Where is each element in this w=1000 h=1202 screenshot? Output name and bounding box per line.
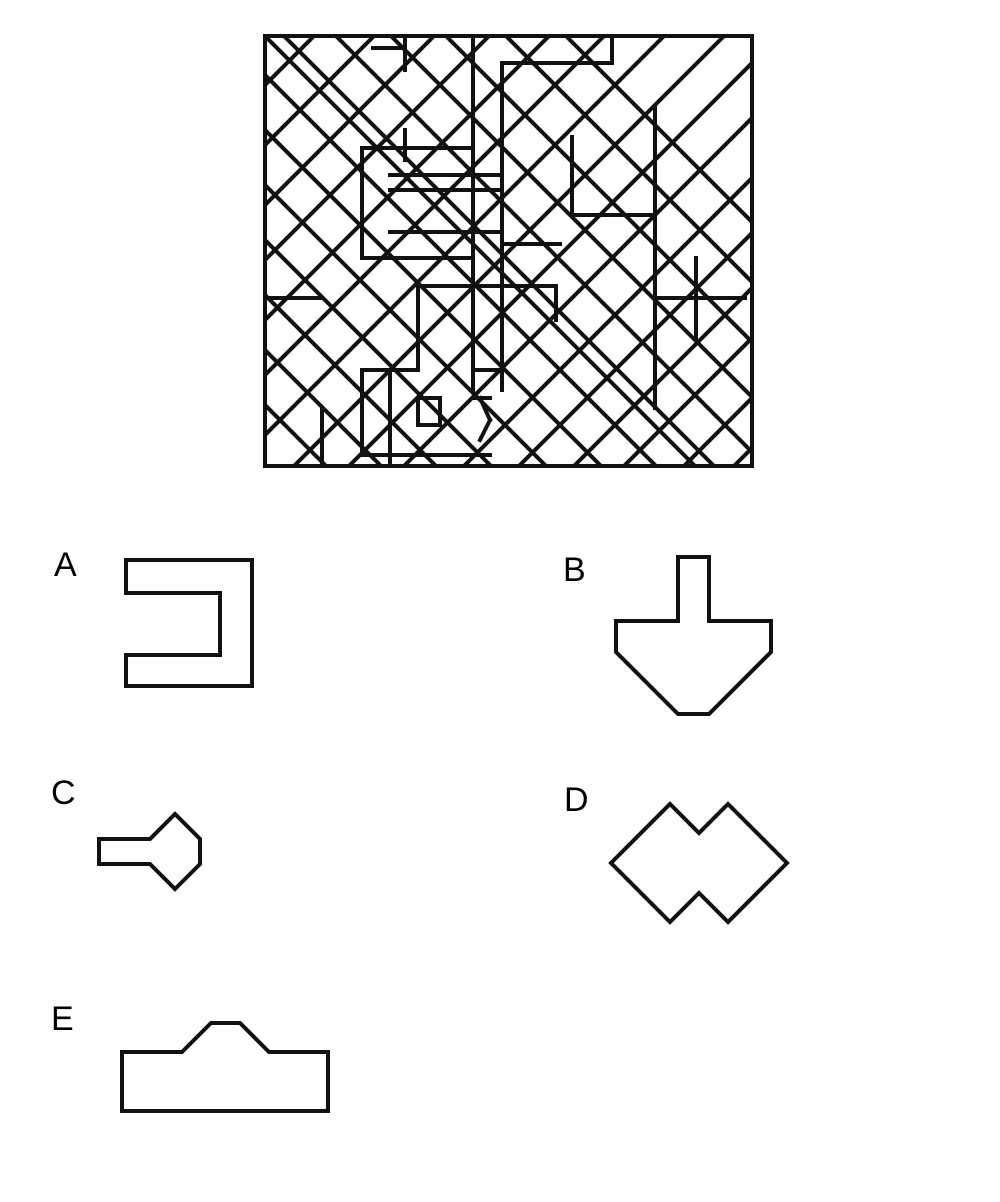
pattern-diagonal-forward <box>621 335 752 466</box>
pattern-diagonal-back <box>265 402 329 466</box>
option-e-label: E <box>51 1000 74 1038</box>
option-a-label: A <box>54 546 77 584</box>
option-d[interactable]: D <box>564 781 790 925</box>
pattern-inner-segment <box>477 395 493 423</box>
pattern-diagonal-back <box>503 36 752 285</box>
pattern-diagonal-forward <box>265 36 667 438</box>
pattern-diagonal-forward <box>265 36 607 378</box>
pattern-diagonal-back <box>265 347 384 466</box>
pattern-diagonal-back <box>563 36 752 225</box>
pattern-diagonal-forward <box>265 36 317 88</box>
pattern-diagonal-back <box>265 36 698 466</box>
pattern-diagonal-back <box>388 36 752 400</box>
option-b-shape <box>614 555 773 716</box>
pattern-diagonal-forward <box>681 395 752 466</box>
option-d-label: D <box>564 781 589 819</box>
option-e-shape <box>120 1021 330 1113</box>
pattern-diagonal-forward <box>265 36 377 148</box>
pattern-diagonal-forward <box>291 36 727 466</box>
pattern-diagonal-back <box>333 36 752 455</box>
option-c-label: C <box>51 774 76 812</box>
pattern-diagonal-back <box>265 127 604 466</box>
pattern-diagonal-lines <box>265 36 752 466</box>
pattern-diagonal-back <box>265 182 549 466</box>
pattern-diagonal-forward <box>401 115 752 466</box>
option-e[interactable]: E <box>51 1000 330 1113</box>
option-b-label: B <box>563 551 586 589</box>
option-c[interactable]: C <box>51 774 202 892</box>
pattern-diagonal-back <box>265 462 269 466</box>
option-c-shape <box>97 811 202 892</box>
pattern-inner-segments <box>263 34 747 468</box>
option-a-shape <box>124 558 254 688</box>
pattern-diagonal-forward <box>571 285 752 466</box>
main-pattern-figure <box>263 34 754 468</box>
pattern-diagonal-forward <box>346 60 752 466</box>
pattern-diagonal-back <box>443 36 752 345</box>
pattern-frame <box>263 34 754 468</box>
option-b[interactable]: B <box>563 551 773 716</box>
pattern-inner-segment <box>477 417 493 443</box>
option-a[interactable]: A <box>54 546 254 688</box>
pattern-diagonal-back <box>265 292 439 466</box>
pattern-diagonal-forward <box>265 36 437 208</box>
pattern-diagonal-forward <box>265 36 492 263</box>
pattern-diagonal-forward <box>461 175 752 466</box>
option-d-shape <box>608 801 790 925</box>
pattern-diagonal-forward <box>516 230 752 466</box>
